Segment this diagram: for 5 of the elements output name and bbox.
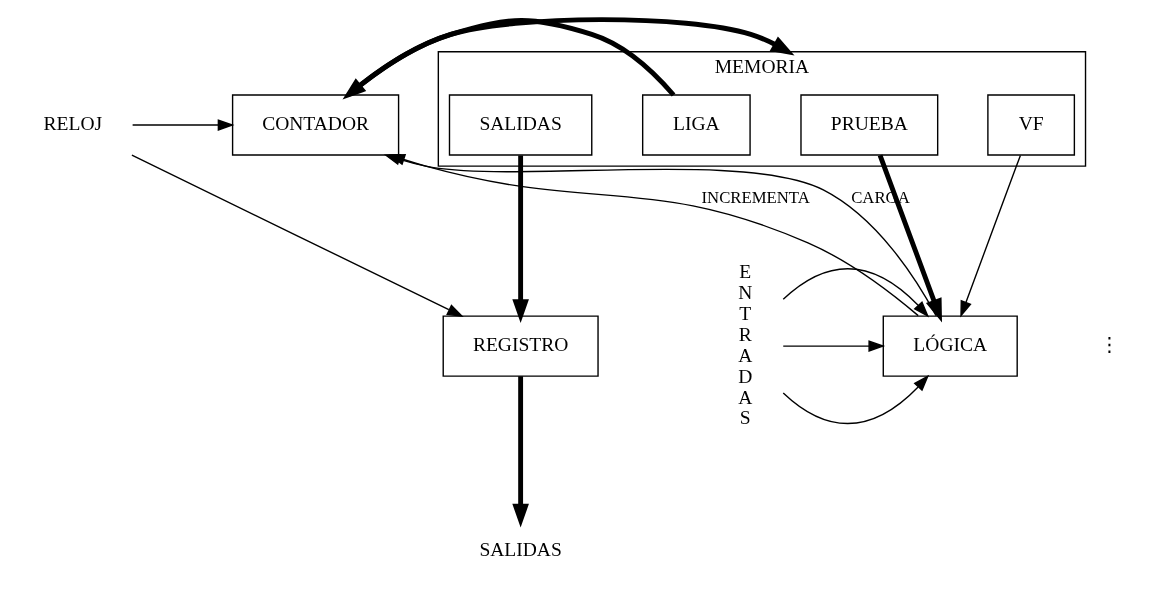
edge-label: INCREMENTA	[701, 188, 810, 208]
node-text: RELOJ	[43, 113, 103, 135]
label: ⋮	[1099, 333, 1119, 357]
node-text: SALIDAS	[479, 538, 562, 560]
node-text: ENTRADAS	[738, 261, 753, 429]
